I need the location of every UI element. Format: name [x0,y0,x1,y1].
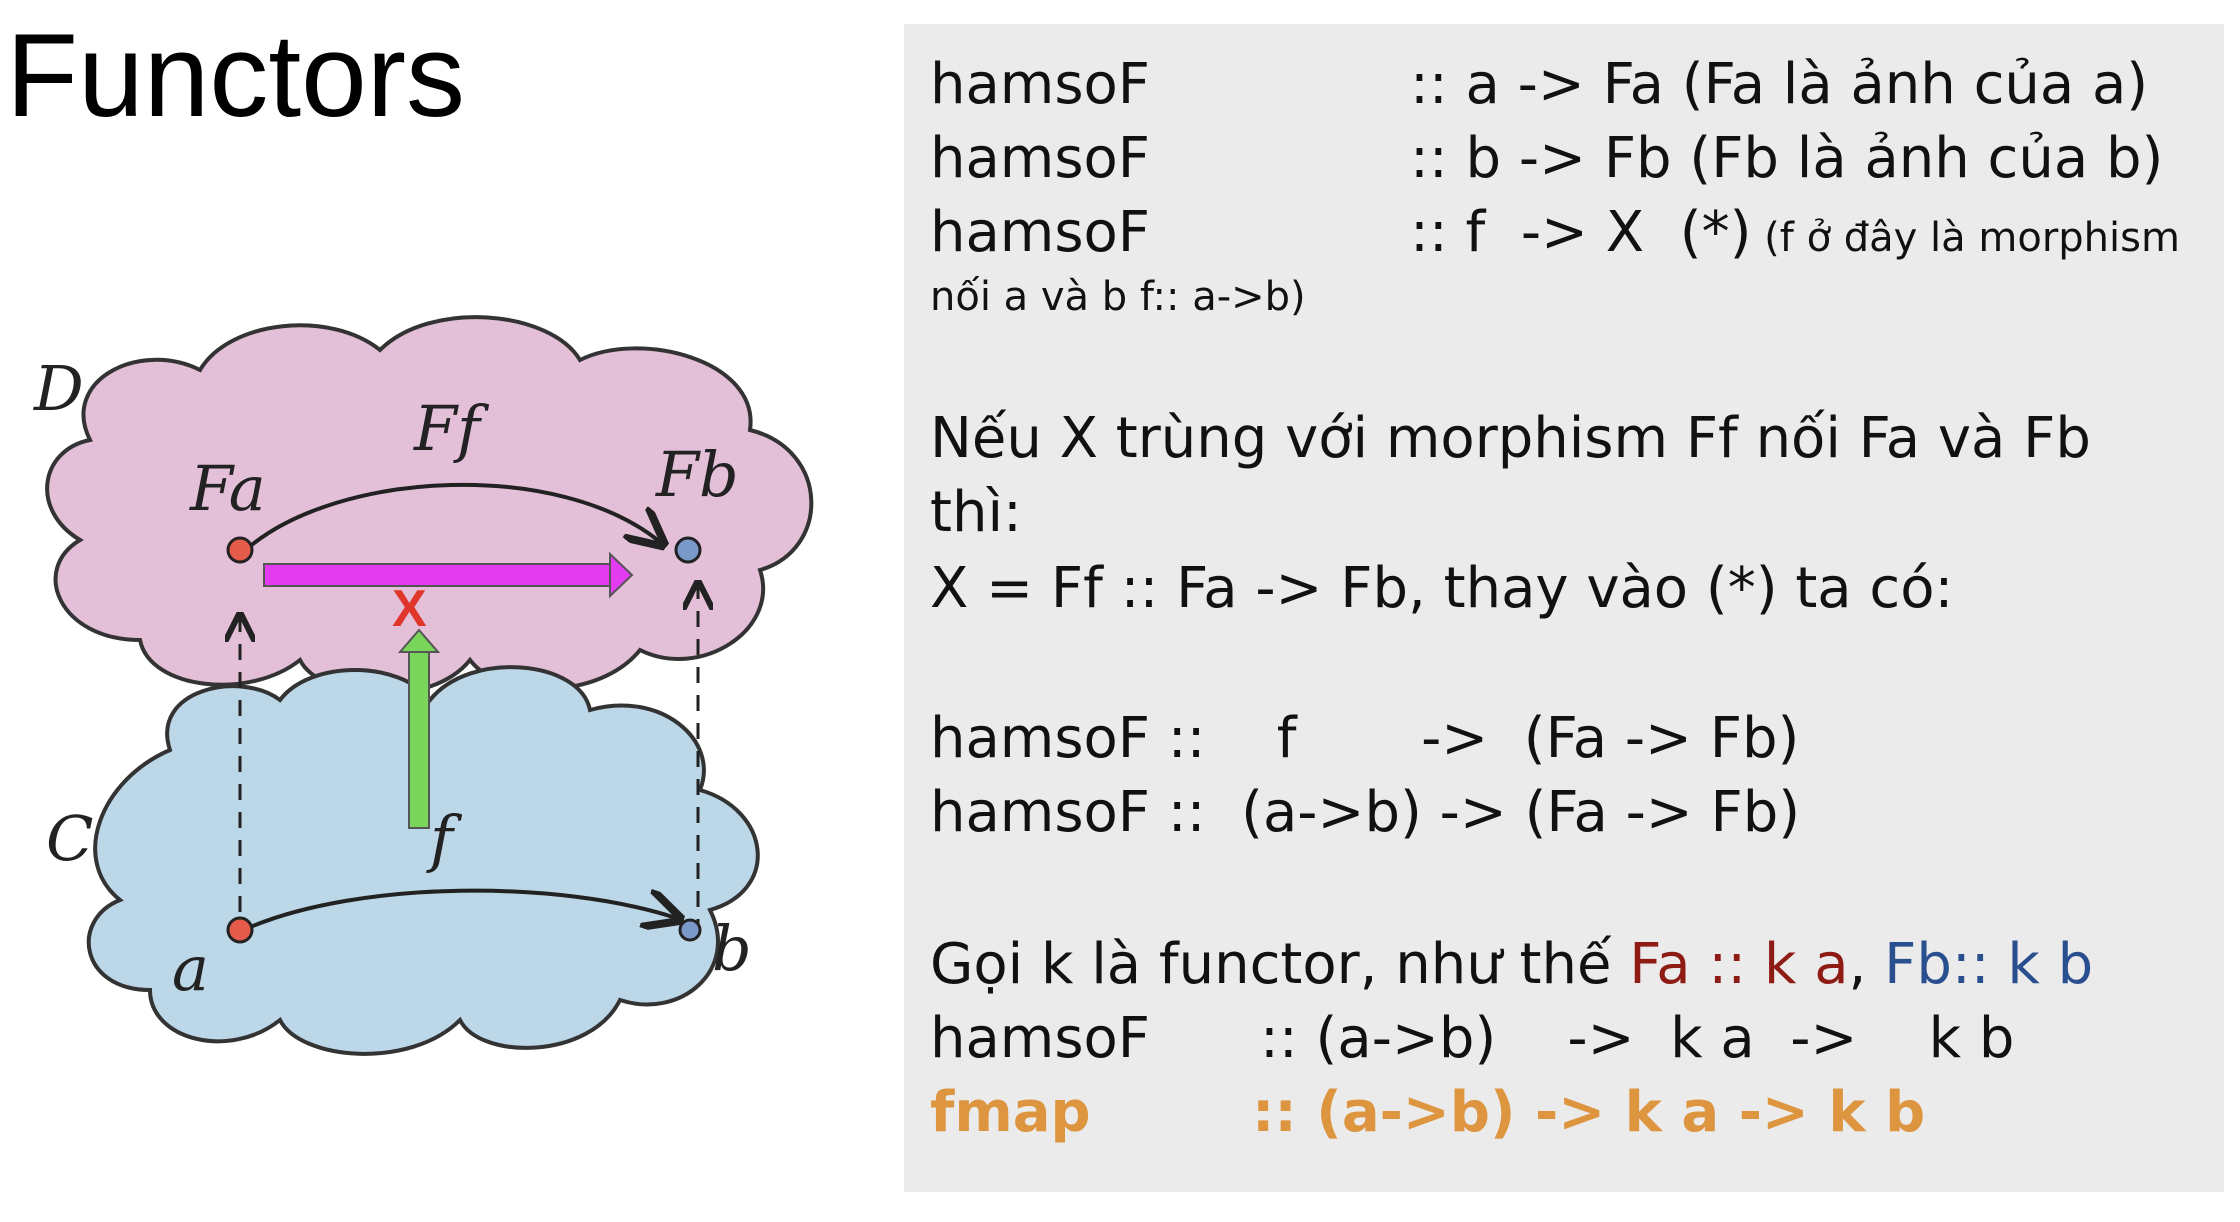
line-fmap: fmap:: (a->b) -> k a -> k b [930,1078,1925,1148]
explanation-panel: hamsoF:: a -> Fa (Fa là ảnh của a) hamso… [904,24,2224,1192]
node-fb-label: Fb [655,438,739,511]
line-goi-k-text: Gọi k là functor, như thế [930,932,1630,997]
line-goi-k-fa: Fa :: k a [1629,932,1849,997]
f-up-arrow-head [397,628,441,653]
line-hamsof-ab-fafb: hamsoF :: (a->b) -> (Fa -> Fb) [930,780,1801,845]
line-fmap-sig: :: (a->b) -> k a -> k b [1252,1080,1926,1145]
line-note-cont: nối a và b f:: a->b) [930,274,1306,320]
cloud-c-label: C [46,802,93,875]
line-neu-x: Nếu X trùng với morphism Ff nối Fa và Fb [930,406,2091,471]
f-up-arrow-body [408,649,430,829]
node-a-dot [226,916,254,944]
line-hamsof-k-name: hamsoF [930,1006,1151,1071]
line-hamsof-f-note: (f ở đây là morphism [1751,215,2180,261]
line-hamsof-f-sig: :: f -> X (*) [1410,200,1752,265]
line-hamsof-a: hamsoF:: a -> Fa (Fa là ảnh của a) [930,50,2148,120]
x-label: X [392,580,427,638]
line-hamsof-f-sig-wrap: :: f -> X (*) (f ở đây là morphism [1410,198,2180,273]
line-hamsof-a-name: hamsoF [930,52,1151,117]
line-hamsof-f-name: hamsoF [930,200,1151,265]
line-goi-k-fb: Fb:: k b [1884,932,2094,997]
x-arrow-body [263,563,615,587]
line-hamsof-b-sig: :: b -> Fb (Fb là ảnh của b) [1410,126,2164,191]
node-b-dot [678,918,702,942]
cloud-d-label: D [33,352,84,425]
slide-title: Functors [6,10,466,142]
ff-label: Ff [413,392,490,465]
line-goi-k-comma: , [1848,932,1885,997]
line-thi: thì: [930,480,1022,545]
line-hamsof-b-name: hamsoF [930,126,1151,191]
line-hamsof-b: hamsoF:: b -> Fb (Fb là ảnh của b) [930,124,2163,194]
node-a-label: a [172,932,209,1005]
line-hamsof-f: hamsoF:: f -> X (*) (f ở đây là morphism [930,198,2180,268]
line-hamsof-f-fafb: hamsoF :: f -> (Fa -> Fb) [930,706,1800,771]
node-fa-label: Fa [189,452,266,525]
line-hamsof-k-sig: :: (a->b) -> k a -> k b [1260,1006,2015,1071]
line-goi-k: Gọi k là functor, như thế Fa :: k a, Fb:… [930,930,2093,1000]
functor-diagram: D C X Fa Fb a b Ff f [33,315,814,1056]
node-b-label: b [712,912,752,985]
cloud-d-shape [45,315,814,696]
x-arrow-head [609,551,634,599]
node-fa-dot [226,536,254,564]
f-morphism-arrow [247,888,676,928]
ff-morphism-arrow [246,482,660,548]
line-hamsof-k: hamsoF:: (a->b) -> k a -> k b [930,1004,2014,1074]
node-fb-dot [674,536,702,564]
line-hamsof-a-sig: :: a -> Fa (Fa là ảnh của a) [1410,52,2149,117]
line-fmap-name: fmap [930,1080,1091,1145]
line-x-equals: X = Ff :: Fa -> Fb, thay vào (*) ta có: [930,556,1954,621]
